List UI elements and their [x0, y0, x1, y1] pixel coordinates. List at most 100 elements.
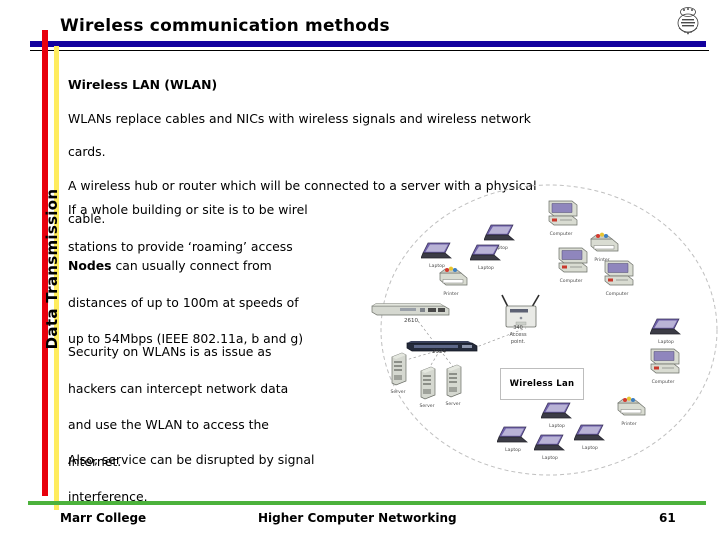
laptop-icon	[420, 242, 452, 259]
diagram-node-computer: Computer	[600, 260, 634, 298]
computer-icon	[558, 247, 588, 273]
computer-icon	[604, 260, 634, 286]
content-block-security: Security on WLANs is as issue as hackers…	[68, 328, 398, 486]
content-line: and use the WLAN to access the	[68, 417, 269, 433]
content-line: WLANs replace cables and NICs with wirel…	[68, 110, 531, 126]
laptop-icon	[533, 434, 565, 451]
diagram-node-access-point	[498, 294, 544, 334]
page-title: Wireless communication methods	[60, 16, 390, 36]
printer-icon	[617, 396, 646, 416]
diagram-node-server: Server	[444, 364, 462, 408]
sidebar-bar-red	[42, 30, 48, 496]
node-label: Computer	[549, 232, 573, 237]
content-line: distances of up to 100m at speeds of	[68, 294, 299, 310]
content-line: stations to provide ‘roaming’ access	[68, 238, 293, 254]
diagram-node-computer: Computer	[646, 348, 680, 386]
section-label-vertical: Data Transmission	[43, 188, 61, 350]
wlan-coverage-ellipse	[380, 184, 718, 476]
diagram-node-computer: Computer	[544, 200, 578, 238]
footer-page-number: 61	[659, 511, 676, 525]
node-label: Computer	[651, 380, 675, 385]
laptop-icon	[573, 424, 605, 441]
diagram-node-laptop: Laptop	[533, 434, 566, 462]
node-label: Laptop	[505, 448, 521, 453]
server-icon	[391, 352, 407, 386]
content-line: Security on WLANs is as issue as	[68, 344, 272, 360]
content-line: A wireless hub or router which will be c…	[68, 177, 537, 193]
content-line: If a whole building or site is to be wir…	[68, 202, 308, 218]
server-icon	[446, 364, 462, 398]
router-label: 2610	[404, 318, 418, 324]
access-point-label: 340 Access point.	[486, 325, 550, 346]
laptop-icon	[649, 318, 681, 335]
node-label: Server	[390, 390, 406, 395]
diagram-node-laptop: Laptop	[483, 224, 516, 252]
switch-label: 2924	[432, 349, 446, 355]
diagram-node-computer: Computer	[554, 247, 588, 285]
divider-green	[28, 501, 706, 505]
diagram-node-printer: Printer	[612, 396, 646, 428]
sidebar-bar-yellow	[54, 46, 59, 510]
node-label: Server	[419, 404, 435, 409]
ap-label-line: 340	[513, 325, 523, 331]
diagram-node-laptop: Laptop	[649, 318, 682, 346]
node-label: Laptop	[429, 264, 445, 269]
diagram-node-server: Server	[418, 366, 436, 410]
divider-blue	[30, 41, 706, 47]
node-label: Laptop	[549, 424, 565, 429]
node-label: Server	[445, 402, 461, 407]
diagram-node-laptop: Laptop	[540, 402, 573, 430]
content-line: cable.	[68, 210, 106, 226]
network-diagram: Laptop Laptop Laptop	[371, 182, 720, 488]
printer-icon	[439, 266, 468, 286]
diagram-node-laptop: Laptop	[469, 244, 502, 272]
content-line: cards.	[68, 144, 106, 160]
wireless-lan-callout: Wireless Lan	[500, 368, 584, 400]
laptop-icon	[469, 244, 501, 261]
computer-icon	[548, 200, 578, 226]
content-line: interference.	[68, 488, 148, 504]
diagram-node-router: 2610	[370, 302, 450, 324]
node-label: Laptop	[658, 340, 674, 345]
computer-icon	[650, 348, 680, 374]
content-block-interference: Also, service can be disrupted by signal…	[68, 436, 398, 521]
laptop-icon	[483, 224, 515, 241]
content-heading: Wireless LAN (WLAN)	[68, 77, 218, 93]
diagram-node-laptop: Laptop	[420, 242, 453, 270]
content-line: Internet.	[68, 453, 122, 469]
footer-institution: Marr College	[60, 511, 147, 525]
content-line: up to 54Mbps (IEEE 802.11a, b and g)	[68, 331, 304, 347]
diagram-node-server: Server	[389, 352, 407, 396]
server-icon	[420, 366, 436, 400]
node-label: Printer	[594, 258, 610, 263]
wireless-lan-label: Wireless Lan	[509, 379, 575, 389]
content-line-rest: can usually connect from	[111, 258, 272, 274]
ap-label-line: Access	[509, 332, 527, 338]
diagram-node-switch: 2924	[406, 337, 478, 356]
content-line: hackers can intercept network data	[68, 380, 289, 396]
ap-label-line: point.	[510, 339, 526, 345]
content-emphasis: Nodes	[68, 258, 112, 274]
content-line: Also, service can be disrupted by signal	[68, 452, 315, 468]
content-block-nodes: Nodes can usually connect from distances…	[68, 242, 398, 364]
printer-icon	[590, 232, 619, 252]
diagram-node-printer: Printer	[434, 266, 468, 298]
switch-icon	[406, 341, 478, 352]
node-label: Printer	[621, 422, 637, 427]
node-label: Printer	[443, 292, 459, 297]
node-label: Laptop	[542, 456, 558, 461]
content-line: Nodes can usually connect from	[68, 254, 398, 278]
diagram-node-laptop: Laptop	[573, 424, 606, 452]
laptop-icon	[496, 426, 528, 443]
node-label: Computer	[559, 279, 583, 284]
diagram-node-printer: Printer	[585, 232, 619, 264]
school-crest-icon	[672, 3, 704, 41]
access-point-icon	[501, 294, 540, 328]
laptop-icon	[540, 402, 572, 419]
node-label: Laptop	[582, 446, 598, 451]
content-block-roaming: If a whole building or site is to be wir…	[68, 186, 398, 271]
content-block-intro: Wireless LAN (WLAN) WLANs replace cables…	[68, 62, 668, 241]
node-label: Laptop	[478, 266, 494, 271]
router-icon	[371, 303, 450, 316]
